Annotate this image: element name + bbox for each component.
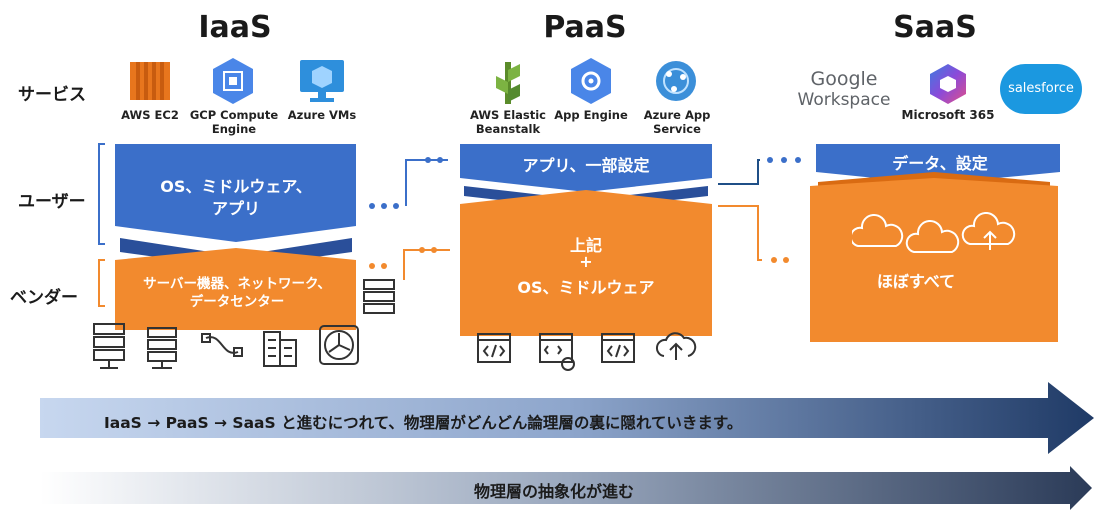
gcp-compute-engine-label: GCP Compute Engine [189, 108, 279, 136]
iaas-hardware-icons [93, 323, 359, 369]
paas-vendor-line1: 上記 [569, 236, 602, 255]
banner-1-text: IaaS → PaaS → SaaS と進むにつれて、物理層がどんどん論理層の裏… [104, 414, 743, 432]
cloud-icon [852, 214, 904, 247]
paas-title: PaaS [543, 10, 627, 45]
workspace-wordmark: Workspace [797, 90, 891, 110]
paas-stack [460, 144, 712, 336]
azure-app-service-icon [656, 61, 696, 101]
iaas-vendor-text: サーバー機器、ネットワーク、 データセンター [143, 276, 331, 310]
row-label-user: ユーザー [18, 192, 86, 212]
aws-ec2-icon [130, 62, 170, 100]
server-rack-icon [93, 323, 125, 369]
azure-vms-icon [300, 60, 344, 102]
google-workspace-logo: Google Workspace [792, 68, 896, 110]
gcp-compute-engine-icon [213, 58, 253, 104]
saas-user-text: データ、設定 [892, 154, 988, 173]
paas-vendor-line3: OS、ミドルウェア [517, 278, 655, 297]
microsoft-365-label: Microsoft 365 [901, 108, 995, 122]
paas-saas-connectors [718, 157, 801, 263]
saas-cloud-icons [852, 212, 1016, 253]
microsoft-365-icon [930, 64, 966, 104]
cloud-icon-2 [905, 220, 960, 253]
azure-vms-label: Azure VMs [287, 108, 357, 122]
azure-app-service-label: Azure App Service [643, 108, 711, 136]
banner-arrow-2 [40, 466, 1092, 510]
aws-elastic-beanstalk-icon [496, 62, 520, 104]
row-label-service: サービス [18, 85, 86, 105]
building-icon [263, 331, 297, 367]
paas-vendor-line2: + [579, 252, 593, 271]
salesforce-logo: salesforce [1000, 64, 1082, 114]
paas-dev-icons [477, 332, 697, 371]
code-window-icon [477, 333, 511, 363]
app-engine-label: App Engine [554, 108, 628, 122]
iaas-stack [115, 144, 356, 330]
iaas-title: IaaS [198, 10, 272, 45]
banner-arrow-1 [40, 382, 1094, 454]
salesforce-wordmark: salesforce [1008, 81, 1074, 96]
aws-elastic-beanstalk-label: AWS Elastic Beanstalk [469, 108, 546, 136]
row-label-vendor: ベンダー [10, 288, 78, 308]
row-brackets [98, 143, 105, 307]
aws-ec2-label: AWS EC2 [121, 108, 179, 122]
code-window-icon-2 [601, 333, 635, 363]
cloud-upload-icon-saas [961, 212, 1016, 245]
paas-user-text: アプリ、一部設定 [522, 156, 650, 175]
app-engine-icon [571, 58, 611, 104]
server-stack-icon [363, 279, 395, 314]
saas-vendor-text: ほぼすべて [876, 272, 956, 291]
code-settings-icon [539, 333, 575, 371]
server-icon [147, 327, 177, 369]
cable-icon [201, 333, 243, 357]
iaas-paas-connectors [369, 157, 450, 280]
iaas-user-text: OS、ミドルウェア、 アプリ [160, 177, 312, 218]
saas-title: SaaS [893, 10, 977, 45]
cloud-upload-icon [655, 332, 697, 360]
fan-icon [319, 325, 359, 365]
banner-2-text: 物理層の抽象化が進む [473, 482, 634, 501]
google-wordmark: Google [810, 68, 878, 90]
